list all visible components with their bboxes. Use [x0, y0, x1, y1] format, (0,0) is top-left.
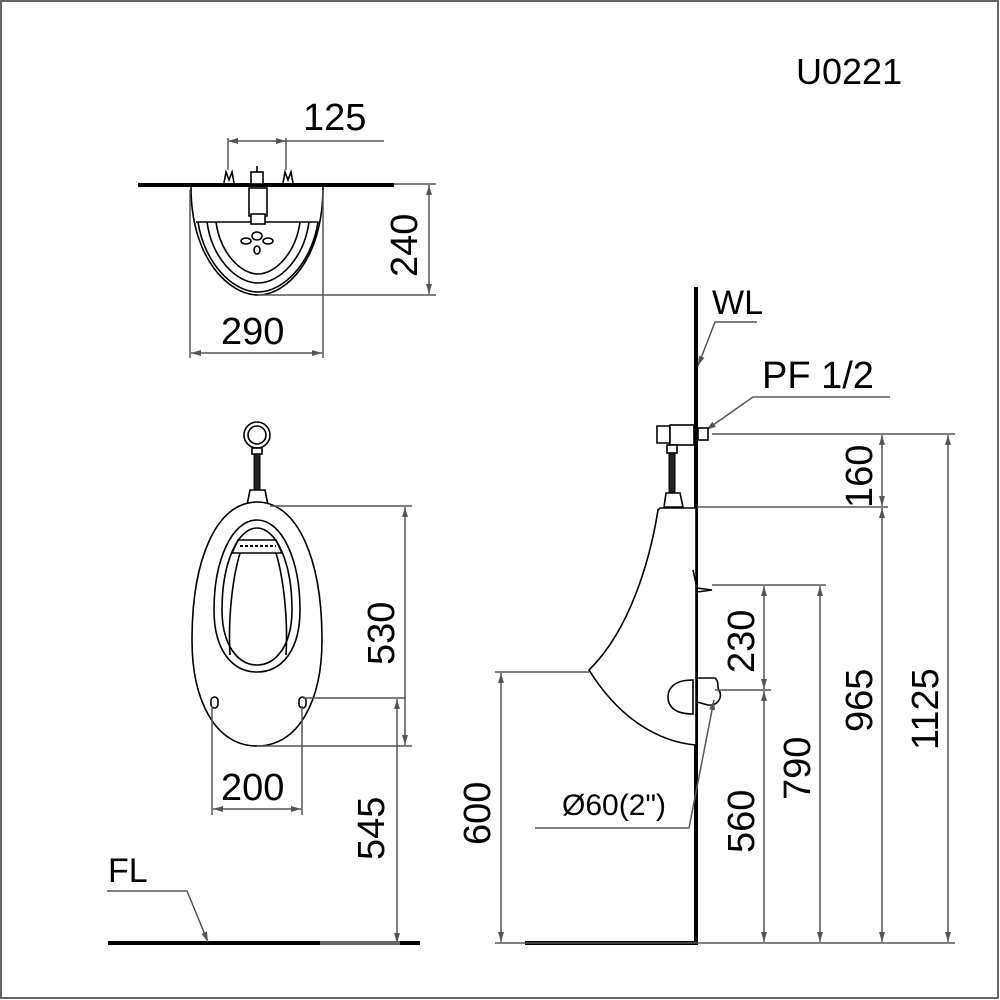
- side-view: WL PF 1/2 160 965 1125: [457, 284, 955, 945]
- supply-thread-label: PF 1/2: [762, 355, 874, 397]
- dim-depth: 240: [384, 214, 426, 277]
- model-code: U0221: [796, 51, 902, 92]
- dim-outlet-from-floor: 560: [721, 790, 763, 853]
- top-view: 125 240 290: [138, 97, 436, 358]
- dim-width: 290: [221, 311, 284, 353]
- dim-body-height: 530: [361, 602, 403, 665]
- wall-line-label: WL: [712, 284, 763, 322]
- outlet-diameter-label: Ø60(2"): [562, 789, 666, 822]
- dim-rim-to-outlet: 230: [721, 610, 763, 673]
- dim-top-from-floor: 965: [839, 669, 881, 732]
- urinal-body-side: [587, 507, 697, 746]
- dim-inlet-spacing: 125: [303, 97, 366, 139]
- dim-rim-from-floor: 790: [777, 737, 819, 800]
- floor-line-label: FL: [108, 852, 148, 890]
- dim-bottom-to-floor: 545: [351, 797, 393, 860]
- dim-hole-spacing: 200: [221, 767, 284, 809]
- dim-lip-from-floor: 600: [457, 782, 499, 845]
- front-view: 530 200 545 FL: [107, 421, 420, 945]
- dim-inlet-to-top: 160: [839, 445, 881, 508]
- dim-inlet-from-floor: 1125: [905, 668, 947, 750]
